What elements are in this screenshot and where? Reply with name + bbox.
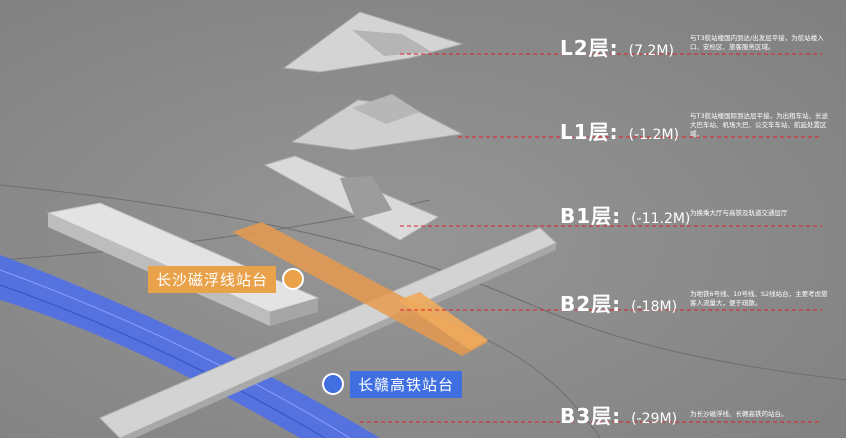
l2-building-mass — [352, 30, 432, 56]
level-name: B2层: — [560, 292, 622, 316]
hsr-rail-stripe-2 — [0, 284, 326, 438]
hsr-rail-stripe — [0, 269, 351, 438]
level-name: L2层: — [560, 36, 619, 60]
level-name: B3层: — [560, 404, 622, 428]
level-elevation: (-1.2M) — [628, 127, 679, 143]
level-description: 为地铁6号线、10号线、S2线站台，主要考虑旅客人流量大，便于疏散。 — [690, 290, 828, 307]
b1-hall-structure — [340, 176, 392, 220]
level-elevation: (-18M) — [631, 299, 678, 315]
level-description: 与T3航站楼国内到达/出发层平接，为航站楼入口、安检区、旅客服务区域。 — [690, 34, 824, 51]
maglev-station-front — [270, 298, 318, 326]
level-elevation: (-11.2M) — [631, 211, 691, 227]
level-b3: B3层: (-29M) — [560, 400, 677, 429]
orange-corridor-segment — [398, 292, 488, 350]
l1-floor-slab — [290, 99, 464, 151]
maglev-station-callout: 长沙磁浮线站台 — [148, 265, 305, 293]
hsr-station-marker — [322, 373, 344, 395]
level-description: 为长沙磁浮线、长赣高铁的站台。 — [690, 410, 788, 418]
level-description: 与T3航站楼国际到达层平接，为出租车站、长途大巴车站、机场大巴、公交车车站、航延… — [690, 112, 829, 138]
background-track-curve — [0, 184, 846, 381]
level-elevation: (7.2M) — [628, 43, 674, 59]
b2-metro-platform-side — [120, 243, 556, 438]
level-name: L1层: — [560, 120, 619, 144]
level-b2: B2层: (-18M) — [560, 288, 677, 317]
hsr-station-label: 长赣高铁站台 — [350, 370, 463, 398]
level-name: B1层: — [560, 204, 622, 228]
maglev-station-label: 长沙磁浮线站台 — [148, 265, 277, 293]
hsr-rail-tracks — [0, 255, 380, 438]
level-b1: B1层: (-11.2M) — [560, 200, 690, 229]
level-description: 为换乘大厅与高铁及轨道交通层厅 — [690, 209, 788, 217]
orange-transfer-corridor — [232, 222, 488, 356]
hsr-station-callout: 长赣高铁站台 — [322, 370, 463, 398]
level-elevation: (-29M) — [631, 411, 678, 427]
level-l1: L1层: (-1.2M) — [560, 116, 679, 145]
maglev-station-marker — [282, 268, 305, 290]
level-l2: L2层: (7.2M) — [560, 32, 674, 61]
l1-building-mass — [352, 94, 420, 124]
